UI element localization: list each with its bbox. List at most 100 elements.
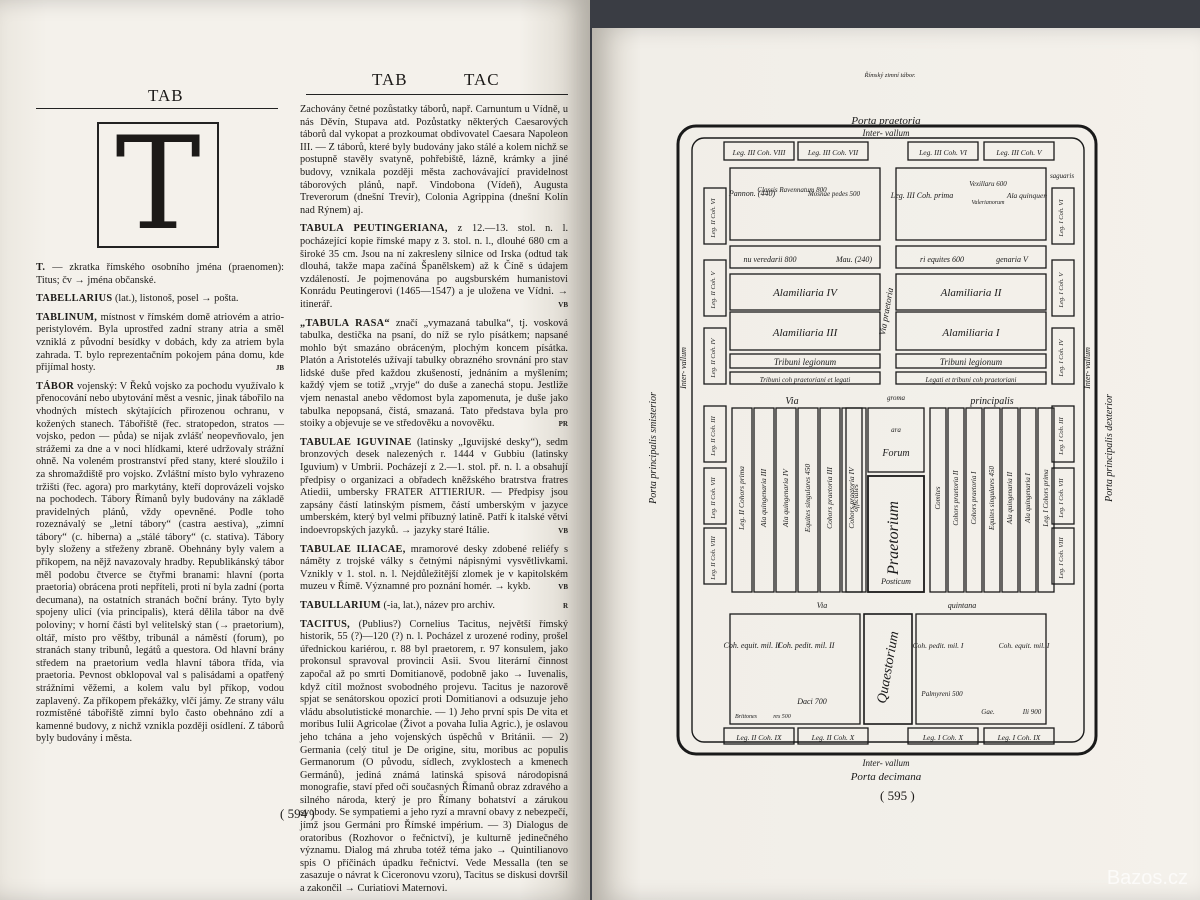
gate-label: Porta principalis smisterior (648, 392, 659, 505)
unit-label: genaria V (996, 255, 1029, 264)
quaestorium-label: Quaestorium (875, 630, 902, 705)
intervallum-line (691, 137, 1085, 743)
cohort-label: Leg. II Coh. VII (710, 476, 717, 519)
unit-label: Leg. II Cohors prima (737, 466, 746, 531)
unit-label: Coh. equit. mil. I (999, 641, 1050, 650)
cohort-block (703, 259, 727, 317)
cohort-block (907, 727, 979, 745)
entry-headword: „TABULA RASA“ (300, 317, 390, 329)
cohort-label: Leg. II Coh. IV (710, 337, 717, 378)
cohort-label: Leg. I Coh. VIII (1058, 536, 1065, 579)
intervallum-label: Inter- vallum (679, 347, 688, 390)
middle-text-column: Zachovány četné pozůstatky táborů, např.… (300, 104, 569, 894)
tribune-block (895, 371, 1047, 385)
unit-label: Ala quingenaria III (759, 468, 768, 528)
road-label: quintana (948, 601, 976, 610)
left-text-column: T. — zkratka římského osobního jména (pr… (36, 262, 284, 822)
cohort-label: Leg. I Coh. VII (1058, 478, 1065, 519)
groma-label: groma (887, 394, 906, 402)
unit-label: Equites singulares 450 (803, 464, 812, 534)
entry-text: místnost v římském domě atriovém a atrio… (36, 311, 285, 374)
cohort-block (983, 727, 1055, 745)
unit-label: nu veredarii 800 (743, 255, 796, 264)
forum-block (867, 407, 925, 473)
author-signature: VB (558, 300, 568, 309)
unit-label: Leg. III Coh. prima (890, 191, 953, 200)
tribune-block (895, 353, 1047, 369)
cohort-block (983, 141, 1055, 161)
dictionary-entry: TACITUS, (Publius?) Cornelius Tacitus, n… (300, 619, 568, 896)
unit-label: Gae. (981, 708, 995, 716)
unit-label: Leg. I Cohors prima (1042, 469, 1050, 528)
ala-block (895, 311, 1047, 351)
dictionary-entry: TABULAE ILIACAE, mramorové desky zdobené… (300, 544, 568, 594)
cohort-block (1051, 187, 1075, 245)
entry-text: (-ia, lat.), název pro archiv. (383, 599, 495, 611)
entry-text: — zkratka římského osobního jména (praen… (36, 262, 284, 286)
unit-column (1019, 407, 1037, 593)
cohort-label: Leg. I Coh. IX (997, 733, 1041, 742)
unit-label: ri equites 600 (920, 255, 964, 264)
entry-text: (latinsky „Iguvijské desky“), sedm bronz… (300, 436, 569, 536)
cohort-label: Leg. II Coh. X (811, 733, 855, 742)
initial-letter-box: T (97, 110, 219, 259)
cohort-label: Leg. III Coh. VII (807, 148, 859, 157)
unit-column (1001, 407, 1019, 593)
road-label: Via (785, 396, 798, 407)
unit-column (845, 407, 867, 593)
cohort-label: Leg. II Coh. VIII (710, 535, 717, 580)
author-signature: VB (558, 527, 568, 535)
cohort-block (703, 405, 727, 463)
unit-label: Coh. equit. mil. II (724, 641, 781, 650)
author-signature: PR (558, 420, 568, 429)
camp-wall (676, 124, 1098, 756)
unit-column (1037, 407, 1055, 593)
intervallum-label: Inter- vallum (861, 128, 910, 138)
entry-headword: TÁBOR (36, 380, 75, 392)
entry-headword: TABULAE IGUVINAE (300, 436, 412, 448)
running-header: TAB (148, 86, 184, 105)
dictionary-entry: TABLINUM, místnost v římském domě atriov… (36, 312, 284, 375)
unit-label: Equites singulares 450 (988, 466, 996, 531)
dictionary-entry: TÁBOR vojenský: V Řeků vojsko za pochodu… (36, 381, 284, 746)
cohort-label: Leg. I Coh. III (1058, 416, 1065, 455)
running-header-right: TAC (464, 70, 500, 89)
tribune-block (729, 371, 881, 385)
author-signature: VB (558, 583, 568, 592)
cohort-block (797, 141, 869, 161)
posticum-label: Posticum (880, 577, 911, 586)
tribune-label: Tribuni legionum (774, 357, 837, 367)
cohort-label: Leg. III Coh. V (995, 148, 1043, 157)
dictionary-entry: TABULLARIUM (-ia, lat.), název pro archi… (300, 600, 568, 613)
ala-label: Alamiliaria IV (772, 287, 838, 299)
gate-label: Porta decimana (850, 771, 922, 783)
cohort-label: Leg. II Coh. V (710, 270, 717, 309)
cohort-block (703, 467, 727, 525)
intervallum-label: Inter- vallum (1083, 347, 1092, 390)
cohort-block (1051, 467, 1075, 525)
entry-headword: TACITUS, (300, 618, 350, 630)
unit-label: Cohors praetoria I (970, 471, 978, 525)
entry-text: značí „vymazaná tabulka“, tj. vosková ta… (300, 317, 568, 430)
unit-label: Palmyreni 500 (920, 690, 963, 698)
upper-left-blocks (729, 167, 881, 241)
unit-label: officiales (851, 484, 860, 512)
cohort-block (797, 727, 869, 745)
unit-column (753, 407, 775, 593)
tribune-block (729, 353, 881, 369)
unit-label: Ala quingenaria IV (781, 468, 790, 528)
dictionary-entry: T. — zkratka římského osobního jména (pr… (36, 262, 284, 287)
road-label: Via (817, 601, 828, 610)
cohort-label: Leg. I Coh. V (1058, 272, 1065, 309)
unit-label: Cohors praetoria III (825, 467, 834, 529)
cohort-label: Leg. III Coh. VIII (732, 148, 786, 157)
initial-letter: T (115, 110, 201, 259)
cohort-label: Leg. II Coh. IX (735, 733, 782, 742)
praetorium-block (867, 475, 925, 593)
entry-text: z 12.—13. stol. n. l. pocházející kopie … (300, 223, 569, 310)
unit-column (819, 407, 841, 593)
lower-left-block (729, 613, 861, 725)
tribune-label: Tribuni coh praetoriani et legati (760, 376, 851, 384)
